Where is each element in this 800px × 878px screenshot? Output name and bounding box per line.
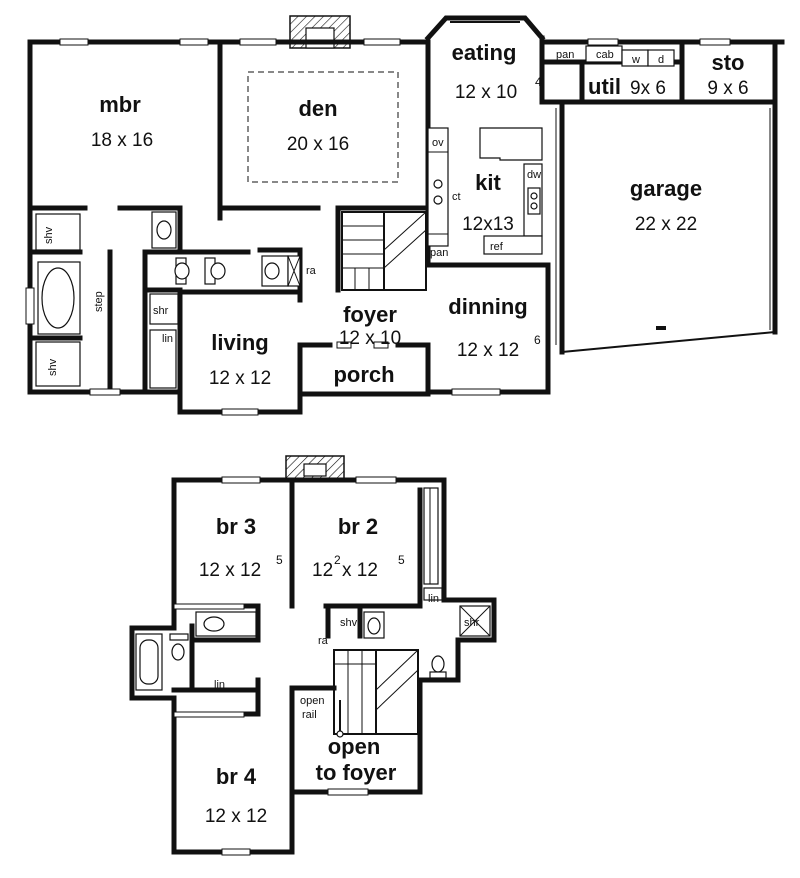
dryer-label: d (658, 54, 664, 66)
utility-fixtures (585, 45, 675, 67)
sto-label: sto (712, 50, 745, 75)
porch-label: porch (333, 362, 394, 387)
living-dimensions: 12 x 12 (209, 368, 271, 389)
br2-dimension-width: 12 (312, 560, 333, 581)
eating-dimension-sup: 4 (535, 75, 542, 89)
kitchen-sink (527, 187, 541, 215)
br3-dimension-sup: 5 (276, 553, 283, 567)
mbr-label: mbr (99, 92, 141, 117)
br2-label: br 2 (338, 514, 378, 539)
foyer-dimensions: 12 x 10 (339, 328, 401, 349)
kit-label: kit (475, 170, 501, 195)
second-floor-plan: br 3 12 x 12 5 br 2 12 2 x 12 5 br 4 12 … (129, 455, 497, 856)
oven-label: ov (432, 137, 444, 149)
shv-label: shv (340, 617, 358, 629)
open-rail-label-1: open (300, 695, 324, 707)
first-floor-plan: mbr 18 x 16 den 20 x 16 eating 12 x 10 4… (25, 15, 785, 416)
dinning-dimension-sup: 6 (534, 333, 541, 347)
master-bath-fixtures (35, 211, 301, 389)
mbr-dimensions: 18 x 16 (91, 130, 153, 151)
br4-dimensions: 12 x 12 (205, 806, 267, 827)
garage-label: garage (630, 176, 702, 201)
second-floor-ra-label: ra (318, 635, 329, 647)
master-shr-label: shr (153, 305, 169, 317)
shower-top-label: shv (43, 226, 55, 244)
br2-dimension-length: x 12 (342, 560, 378, 581)
eating-bay-window-wall (424, 15, 546, 42)
util-label: util (588, 74, 621, 99)
den-ceiling-outline (247, 71, 399, 183)
kitchen-pantry-label: pan (430, 247, 448, 259)
br2-length-sup: 5 (398, 553, 405, 567)
first-floor-stairs (341, 211, 427, 291)
br3-dimensions: 12 x 12 (199, 560, 261, 581)
second-floor-stairs (333, 649, 419, 738)
den-dimensions: 20 x 16 (287, 134, 349, 155)
master-lin-label: lin (162, 333, 173, 345)
refrigerator-label: ref (490, 241, 504, 253)
hall-lin-label: lin (214, 679, 225, 691)
dishwasher-label: dw (527, 169, 541, 181)
second-floor-windows (173, 476, 397, 856)
first-floor-exterior-walls (27, 35, 785, 415)
util-dimensions: 9x 6 (630, 78, 666, 99)
br2-lin-label: lin (428, 593, 439, 605)
step-label: step (93, 291, 105, 312)
first-floor-ra-label: ra (306, 265, 317, 277)
util-pan-label: pan (556, 49, 574, 61)
den-firebox (305, 27, 335, 49)
open-to-foyer-line1: open (328, 734, 381, 759)
garage-dimensions: 22 x 22 (635, 214, 697, 235)
refrigerator-nook (483, 235, 543, 255)
shower-bottom-label: shv (47, 358, 59, 376)
washer-label: w (631, 54, 640, 66)
kit-dimensions: 12x13 (462, 214, 514, 235)
garage-mark (656, 326, 666, 330)
den-label: den (298, 96, 337, 121)
sto-dimensions: 9 x 6 (707, 78, 748, 99)
kitchen-fixtures (427, 127, 543, 255)
dinning-dimensions: 12 x 12 (457, 340, 519, 361)
open-rail-label-2: rail (302, 709, 317, 721)
eating-label: eating (452, 40, 517, 65)
cab-label: cab (596, 49, 614, 61)
eating-dimensions: 12 x 10 (455, 82, 517, 103)
br3-label: br 3 (216, 514, 256, 539)
br4-label: br 4 (216, 764, 257, 789)
foyer-label: foyer (343, 302, 397, 327)
open-to-foyer-line2: to foyer (316, 760, 397, 785)
hall-bath-fixtures (135, 587, 491, 691)
br2-closet (423, 487, 439, 585)
dinning-label: dinning (448, 294, 527, 319)
second-floor-shr-label: shr (464, 617, 480, 629)
first-floor-interior-walls (27, 39, 778, 395)
br2-width-sup: 2 (334, 553, 341, 567)
kitchen-island (479, 127, 543, 161)
counter-label: ct (452, 191, 461, 203)
living-label: living (211, 330, 268, 355)
first-floor-windows (25, 38, 731, 416)
